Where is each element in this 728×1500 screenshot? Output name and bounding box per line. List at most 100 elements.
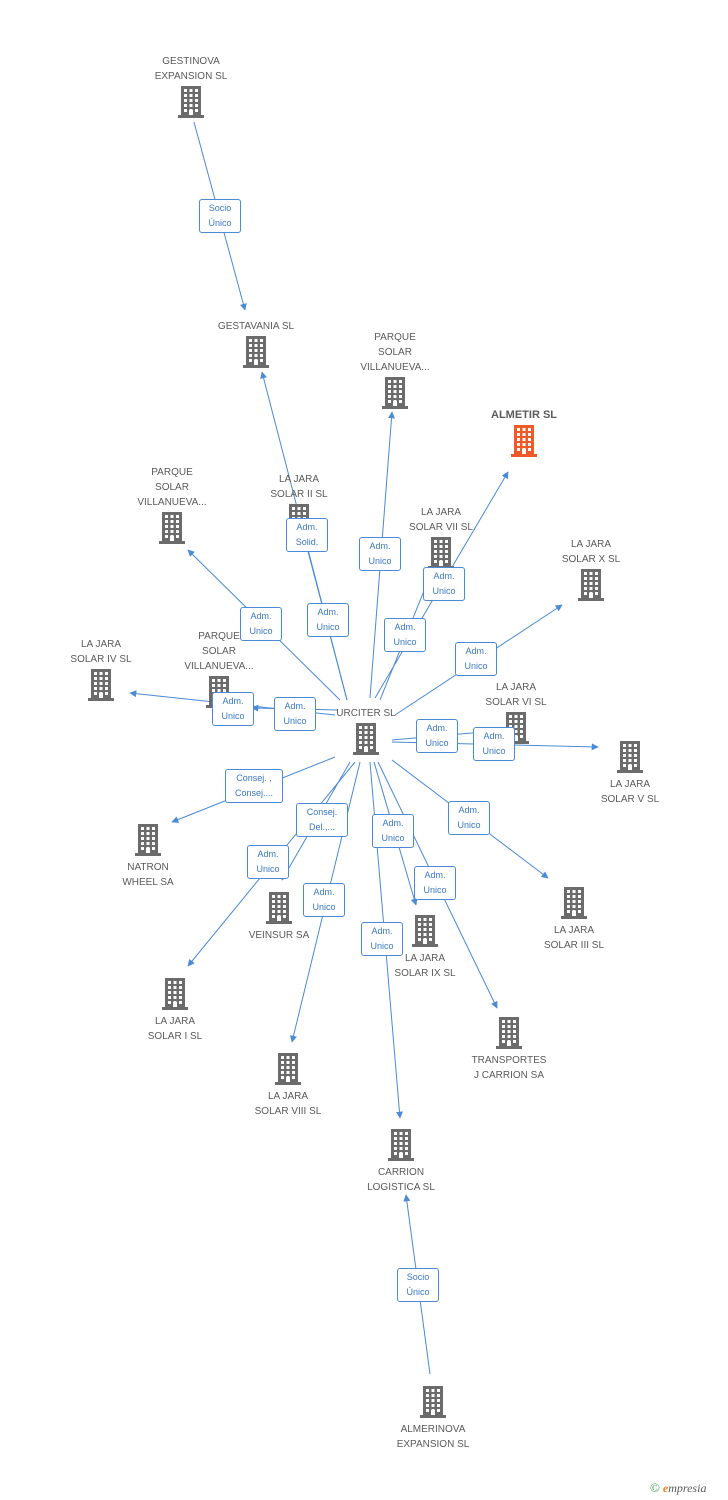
edge-label-urciter-to-jara10[interactable]: Adm.Unico	[455, 642, 497, 676]
node-label-natron[interactable]: NATRON WHEEL SA	[73, 860, 223, 890]
node-label-transportes[interactable]: TRANSPORTES J CARRION SA	[434, 1053, 584, 1083]
node-label-line: VEINSUR SA	[248, 930, 310, 941]
edge-label-urciter-to-parque_top[interactable]: Adm.Unico	[359, 537, 401, 571]
node-gestinova-building-icon[interactable]	[178, 86, 204, 118]
edge-label-line: Unico	[249, 626, 273, 636]
node-natron-building-icon[interactable]	[135, 824, 161, 856]
node-jara4-building-icon[interactable]	[88, 669, 114, 701]
node-label-line: J CARRION SA	[473, 1070, 544, 1081]
edge-label-urciter-to-jara9[interactable]: Adm.Unico	[372, 814, 414, 848]
edge-label-urciter-to-almetir[interactable]: Adm. Unico	[423, 567, 465, 601]
node-almetir-building-icon[interactable]	[511, 425, 537, 457]
edge-label-urciter-to-parque_left[interactable]: Adm.Unico	[240, 607, 282, 641]
node-label-jara5[interactable]: LA JARA SOLAR V SL	[555, 777, 705, 807]
edge-label-line: Adm.	[426, 723, 448, 733]
edge-label-urciter-to-jara7[interactable]: Adm.Unico	[384, 618, 426, 652]
edge-label-urciter-to-parque_mid[interactable]: Adm.Unico	[274, 697, 316, 731]
edge-label-line: Del.,...	[308, 822, 335, 832]
edge-label-urciter-to-jara8[interactable]: Adm.Unico	[303, 883, 345, 917]
node-label-veinsur[interactable]: VEINSUR SA	[204, 928, 354, 943]
node-label-line: SOLAR IX SL	[394, 968, 456, 979]
edge-label-urciter-to-gestavania[interactable]: Adm.Solid.	[286, 518, 328, 552]
edge-label-line: Adm.	[371, 926, 393, 936]
edge-label-urciter-to-jara5[interactable]: Adm.Unico	[473, 727, 515, 761]
edge-label-urciter-to-jara6[interactable]: Adm.Unico	[416, 719, 458, 753]
node-label-line: VILLANUEVA...	[184, 661, 254, 672]
node-label-line: LA JARA	[154, 1016, 196, 1027]
node-veinsur-building-icon[interactable]	[266, 892, 292, 924]
node-label-line: PARQUE	[374, 332, 416, 343]
node-label-gestavania[interactable]: GESTAVANIA SL	[181, 319, 331, 334]
node-jara7-building-icon[interactable]	[428, 537, 454, 569]
node-jara9-building-icon[interactable]	[412, 915, 438, 947]
node-parque_top-building-icon[interactable]	[382, 377, 408, 409]
edge-label-line: Unico	[370, 941, 394, 951]
node-label-line: LA JARA	[609, 779, 651, 790]
node-label-urciter[interactable]: URCITER SL	[291, 706, 441, 721]
node-label-line: LA JARA	[420, 507, 462, 518]
edge-label-line: Adm.	[317, 607, 339, 617]
edge-label-line: Único	[208, 218, 232, 228]
node-label-line: SOLAR VIII SL	[254, 1106, 322, 1117]
brand-name: mpresia	[668, 1481, 707, 1495]
node-parque_left-building-icon[interactable]	[159, 512, 185, 544]
node-jara10-building-icon[interactable]	[578, 569, 604, 601]
edge-label-line: Unico	[432, 586, 456, 596]
node-label-line: SOLAR V SL	[600, 794, 660, 805]
edge-label-urciter-to-jara4[interactable]: Adm.Unico	[212, 692, 254, 726]
edge-label-line: Adm.	[222, 696, 244, 706]
node-label-line: NATRON	[127, 862, 169, 873]
edge-label-line: Unico	[368, 556, 392, 566]
node-transportes-building-icon[interactable]	[496, 1017, 522, 1049]
edge-label-urciter-to-jara1[interactable]: Adm.Unico	[247, 845, 289, 879]
edge-label-urciter-to-transportes[interactable]: Adm. Unico	[414, 866, 456, 900]
edge-label-line: Adm.	[433, 571, 455, 581]
node-carrion-building-icon[interactable]	[388, 1129, 414, 1161]
edge-label-line: Adm.	[296, 522, 318, 532]
edge-label-line: Socio	[406, 1272, 430, 1282]
node-gestavania-building-icon[interactable]	[243, 336, 269, 368]
edge-label-urciter-to-jara2[interactable]: Adm.Unico	[307, 603, 349, 637]
edge-label-urciter-to-jara3[interactable]: Adm.Unico	[448, 801, 490, 835]
edge-label-urciter-to-natron[interactable]: Consej. ,Consej....	[225, 769, 283, 803]
node-label-line: WHEEL SA	[122, 877, 174, 888]
edge-label-line: Unico	[423, 885, 447, 895]
node-almerinova-building-icon[interactable]	[420, 1386, 446, 1418]
node-jara1-building-icon[interactable]	[162, 978, 188, 1010]
node-label-line: EXPANSION SL	[396, 1439, 470, 1450]
edge-label-urciter-to-carrion[interactable]: Adm. Unico	[361, 922, 403, 956]
node-label-line: SOLAR	[202, 646, 236, 657]
node-label-line: EXPANSION SL	[154, 71, 228, 82]
node-label-almetir[interactable]: ALMETIR SL	[449, 408, 599, 423]
edge-label-line: Adm.	[465, 646, 487, 656]
edge-label-urciter-to-veinsur[interactable]: Consej.Del.,...	[296, 803, 348, 837]
node-label-line: LA JARA	[495, 682, 537, 693]
copyright-symbol: ©	[650, 1480, 660, 1495]
node-label-line: GESTAVANIA SL	[217, 321, 295, 332]
node-jara3-building-icon[interactable]	[561, 887, 587, 919]
node-label-line: LA JARA	[278, 474, 320, 485]
node-jara5-building-icon[interactable]	[617, 741, 643, 773]
node-urciter-building-icon[interactable]	[353, 723, 379, 755]
node-label-line: TRANSPORTES	[471, 1055, 547, 1066]
node-jara8-building-icon[interactable]	[275, 1053, 301, 1085]
edge-label-line: Adm.	[424, 870, 446, 880]
edge-label-line: Unico	[457, 820, 481, 830]
